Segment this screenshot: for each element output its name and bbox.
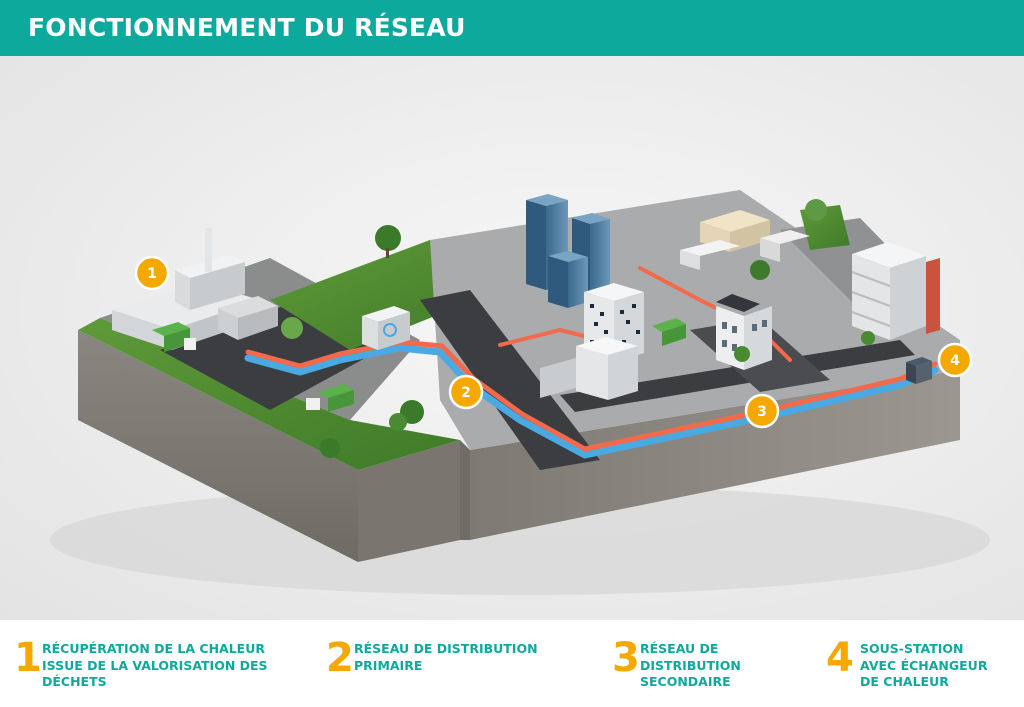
- right-ground-slab-side: [470, 370, 960, 540]
- legend-3-line-2: DISTRIBUTION: [640, 657, 741, 673]
- legend-1-line-3: DÉCHETS: [42, 674, 107, 689]
- network-diagram: 1 2 3 4: [0, 56, 1024, 620]
- legend-number-4: 4: [826, 635, 854, 681]
- legend-number-3: 3: [612, 635, 640, 681]
- city-scene-illustration: 1 2 3 4: [50, 190, 990, 595]
- legend-2-line-1: RÉSEAU DE DISTRIBUTION: [354, 641, 538, 656]
- garbage-truck-3: [652, 318, 686, 346]
- left-ground-slab-side: [78, 330, 358, 562]
- glass-tower-3: [548, 251, 588, 308]
- legend-4-line-2: AVEC ÉCHANGEUR: [860, 657, 988, 673]
- waste-plant-building: [112, 228, 278, 350]
- garbage-truck-1: [152, 322, 196, 352]
- marker-3: 3: [744, 393, 780, 429]
- legend-text-4: SOUS-STATION AVEC ÉCHANGEUR DE CHALEUR: [860, 641, 987, 691]
- substation-unit: [906, 357, 932, 384]
- marker-4-label: 4: [950, 353, 960, 369]
- marker-4: 4: [937, 342, 973, 378]
- primary-station-building: [362, 306, 410, 350]
- marker-1: 1: [134, 255, 170, 291]
- road-main: [420, 290, 600, 470]
- trees: [281, 199, 875, 458]
- legend-number-1: 1: [14, 635, 42, 681]
- legend-text-1: RÉCUPÉRATION DE LA CHALEUR ISSUE DE LA V…: [42, 641, 268, 691]
- back-buildings: [680, 210, 810, 270]
- legend-text-3: RÉSEAU DE DISTRIBUTION SECONDAIRE: [640, 641, 741, 691]
- white-office-building: [540, 337, 638, 400]
- legend-number-2: 2: [326, 635, 354, 681]
- legend-4-line-1: SOUS-STATION: [860, 641, 964, 656]
- marker-1-label: 1: [147, 266, 157, 282]
- legend-1-line-2: ISSUE DE LA VALORISATION DES: [42, 657, 268, 673]
- page-title: FONCTIONNEMENT DU RÉSEAU: [28, 13, 466, 42]
- legend-3-line-1: RÉSEAU DE: [640, 641, 719, 656]
- marker-2: 2: [448, 374, 484, 410]
- legend-1-line-1: RÉCUPÉRATION DE LA CHALEUR: [42, 641, 265, 656]
- garbage-truck-2: [306, 384, 354, 412]
- apartment-building: [851, 242, 940, 340]
- marker-3-label: 3: [757, 404, 767, 420]
- legend-2-line-2: PRIMAIRE: [354, 657, 423, 673]
- legend-text-2: RÉSEAU DE DISTRIBUTION PRIMAIRE: [354, 641, 538, 674]
- legend-3-line-3: SECONDAIRE: [640, 674, 731, 689]
- legend-4-line-3: DE CHALEUR: [860, 674, 949, 689]
- header-bar: FONCTIONNEMENT DU RÉSEAU: [0, 0, 1024, 56]
- marker-2-label: 2: [461, 385, 471, 401]
